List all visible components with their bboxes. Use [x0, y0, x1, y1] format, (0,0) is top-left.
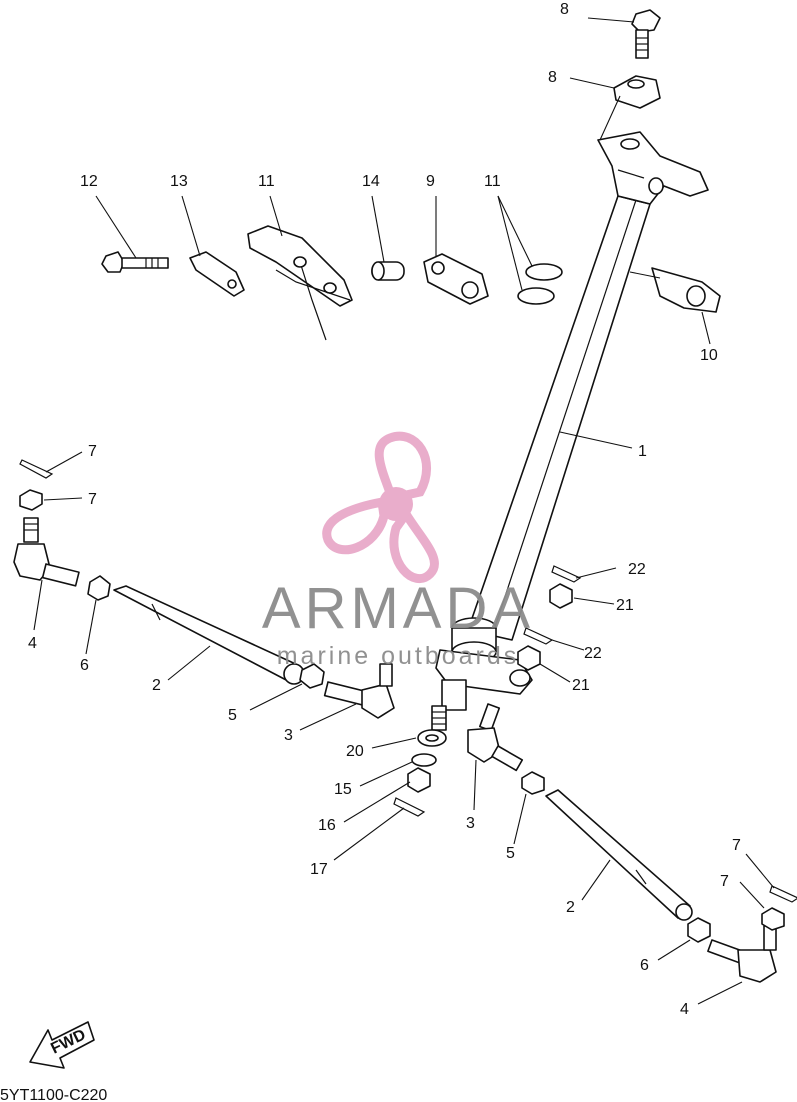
watermark-tagline: marine outboards	[277, 642, 520, 670]
callout-14: 12	[80, 173, 98, 190]
part-collar	[371, 261, 405, 281]
part-bracket-plate	[247, 225, 353, 341]
callout-8-left: 7	[88, 443, 97, 460]
part-washer-17	[411, 753, 437, 767]
callout-numbers: 8 8 12 13 11 14 9 11 10 1 7 7 22 21 4 22…	[28, 1, 741, 1018]
callout-21-bottom: 21	[572, 677, 590, 694]
callout-4-left: 4	[28, 635, 37, 652]
part-tie-rod-end-left	[13, 517, 80, 587]
part-cotter-pin-right	[769, 885, 797, 903]
callout-5-left: 5	[228, 707, 237, 724]
part-tie-rod-left	[113, 585, 305, 685]
callout-22-bottom: 22	[584, 645, 602, 662]
callout-15: 13	[170, 173, 188, 190]
part-locknut-right	[687, 917, 711, 943]
part-cotter-pins-22	[523, 565, 582, 645]
part-tie-rod-end-right	[707, 925, 777, 983]
callout-7-right: 7	[720, 873, 729, 890]
callout-1: 1	[638, 443, 647, 460]
part-circlips	[517, 263, 563, 305]
callout-6-left: 6	[80, 657, 89, 674]
part-locknut-center-right	[521, 771, 545, 795]
part-nut-right	[761, 907, 785, 931]
part-bushing-right	[651, 267, 721, 313]
callout-8-right: 7	[732, 837, 741, 854]
callout-5-right: 5	[506, 845, 515, 862]
callout-17: 15	[334, 781, 352, 798]
callout-9: 8	[548, 69, 557, 86]
callout-20: 20	[346, 743, 364, 760]
callout-4-right: 4	[680, 1001, 689, 1018]
callout-21-top: 21	[616, 597, 634, 614]
callout-2-left: 2	[152, 677, 161, 694]
fwd-arrow: FWD	[29, 1021, 95, 1069]
callout-6-right: 6	[640, 957, 649, 974]
callout-3-left: 3	[284, 727, 293, 744]
leader-lines	[33, 17, 775, 1005]
callout-22-top: 22	[628, 561, 646, 578]
callout-13: 11	[258, 173, 275, 190]
part-upper-clamp	[613, 75, 661, 109]
part-cotter-pin-left	[19, 459, 54, 479]
callout-11-top: 9	[426, 173, 435, 190]
part-long-bolt	[101, 251, 169, 273]
callout-3-right: 3	[466, 815, 475, 832]
part-locknut-center-left	[299, 663, 325, 689]
part-tie-rod-end-center-right	[467, 703, 524, 772]
callout-10: 8	[560, 1, 569, 18]
part-lock-plate	[189, 251, 245, 297]
callout-19: 17	[310, 861, 328, 878]
part-nut-left	[19, 489, 43, 511]
diagram-code: 5YT1100-C220	[0, 1087, 107, 1102]
part-bushing-top	[423, 253, 489, 305]
part-collar-20	[417, 729, 447, 747]
callout-18: 16	[318, 817, 336, 834]
armada-watermark: ARMADA marine outboards	[262, 431, 534, 670]
callout-12: 11	[484, 173, 501, 190]
part-tie-rod-end-center-left	[323, 663, 395, 719]
callout-2-right: 2	[566, 899, 575, 916]
callout-11-right: 10	[700, 347, 718, 364]
watermark-brand: ARMADA	[262, 576, 534, 641]
callout-7-left: 7	[88, 491, 97, 508]
part-castle-nut-18	[407, 767, 431, 793]
part-cotter-pin-19	[393, 797, 426, 817]
part-flange-bolt	[631, 9, 661, 59]
part-locknut-left	[87, 575, 111, 601]
callout-16: 14	[362, 173, 380, 190]
part-steering-column	[431, 131, 709, 731]
propeller-icon	[322, 431, 439, 584]
part-tie-rod-right	[545, 789, 693, 921]
